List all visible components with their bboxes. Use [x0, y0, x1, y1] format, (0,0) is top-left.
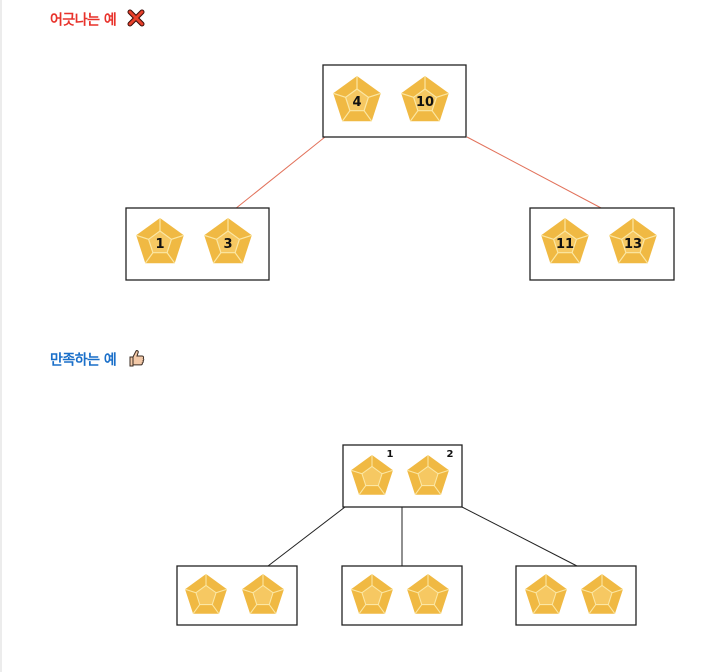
bad-root-value-0: 4 — [352, 95, 361, 110]
good-root-node: 1 2 — [342, 444, 463, 508]
bad-child-right-value-0: 11 — [556, 237, 574, 252]
thumbs-up-icon — [127, 348, 147, 373]
good-child-left-node — [176, 565, 298, 626]
bad-root-node: 4 10 — [322, 64, 467, 138]
bad-edge-left — [234, 136, 326, 210]
red-x-icon — [127, 9, 145, 32]
good-example-heading: 만족하는 예 — [50, 348, 147, 373]
bad-root-value-1: 10 — [416, 95, 434, 110]
bad-example-title: 어긋나는 예 — [50, 12, 117, 29]
bad-child-left-node: 1 3 — [125, 207, 270, 281]
good-child-right-node — [515, 565, 637, 626]
good-edge-right — [461, 506, 578, 567]
good-example-title: 만족하는 예 — [50, 352, 117, 369]
bad-child-left-value-1: 3 — [223, 237, 232, 252]
bad-child-right-value-1: 13 — [624, 237, 642, 252]
good-edge-left — [267, 506, 346, 567]
good-child-middle-node — [341, 565, 463, 626]
bad-edge-right — [466, 136, 604, 210]
bad-child-left-value-0: 1 — [155, 237, 164, 252]
bad-example-heading: 어긋나는 예 — [50, 9, 145, 32]
good-root-index-0: 1 — [387, 449, 394, 460]
left-border — [0, 0, 2, 672]
good-root-index-1: 2 — [447, 449, 454, 460]
bad-child-right-node: 11 13 — [529, 207, 675, 281]
